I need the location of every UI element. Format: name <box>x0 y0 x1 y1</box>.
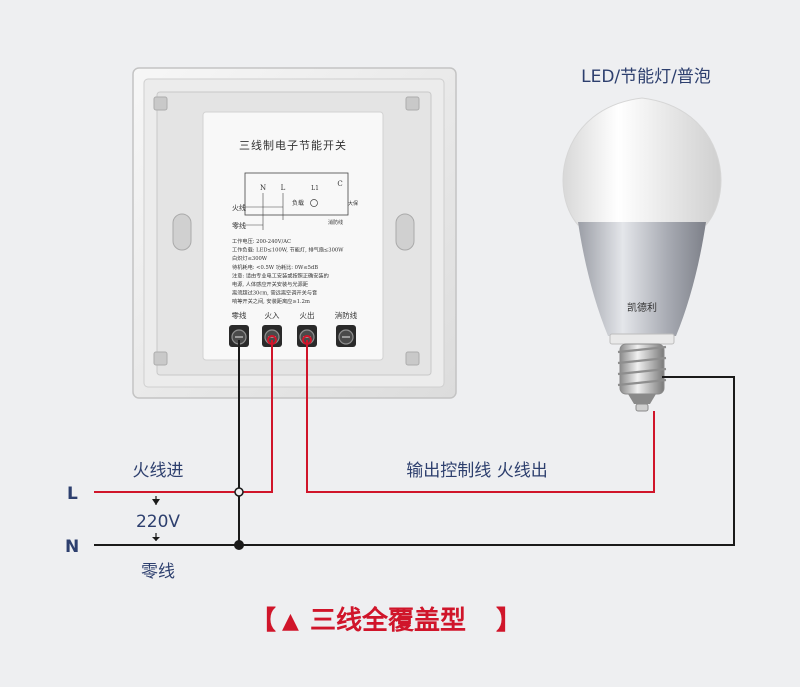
fire-wire-note: 火线 <box>232 203 246 212</box>
screw-terminal <box>297 325 317 347</box>
l-label: L <box>67 484 78 504</box>
voltage-arrows <box>152 496 160 541</box>
bracket-right: 】 <box>496 606 522 636</box>
live-out-wire <box>306 340 655 493</box>
terminal-n-label: N <box>260 184 266 192</box>
terminal-c-label: C <box>337 180 342 188</box>
right-note: 大保 <box>348 200 358 207</box>
screw-terminal <box>262 325 282 347</box>
screw-terminal <box>229 325 249 347</box>
spec-line: 离须超过30cm, 需远离空调开关与音 <box>232 289 317 297</box>
neutral-wire-note: 零线 <box>232 221 246 230</box>
live-in-wire <box>94 340 273 493</box>
spec-line: 注意: 请由专业电工安装或按照正确安装的 <box>232 271 329 279</box>
spec-line: 工作电压: 200-240V/AC <box>232 237 291 245</box>
bottom-terminal-labels: 零线 火入 火出 消防线 <box>232 310 358 320</box>
voltage-label: 220V <box>136 512 180 532</box>
spec-line: 待机耗电: <0.5W 功耗比: 0W≤5dB <box>232 263 318 271</box>
screw-terminals <box>229 325 356 347</box>
mounting-holes <box>153 96 420 366</box>
bracket-left: 【 <box>250 606 276 636</box>
light-bulb: 凯德利 LED/节能灯/普泡 <box>562 67 722 412</box>
spec-line: 工作负载: LED≤100W, 节能灯, 排气扇≤300W <box>232 246 344 254</box>
switch-label-title: 三线制电子节能开关 <box>239 138 347 152</box>
footer-title: 【 ▲ 三线全覆盖型 】 <box>250 605 522 636</box>
bulb-brand: 凯德利 <box>627 301 657 314</box>
bottom-terminal-label: 火入 <box>265 311 280 320</box>
bulb-screw-base <box>617 343 667 412</box>
triangle-icon: ▲ <box>282 609 299 634</box>
load-label: 负载 <box>292 199 304 207</box>
bottom-terminal-label: 消防线 <box>335 310 358 320</box>
n-label: N <box>65 537 79 557</box>
terminal-l-label: L <box>281 184 286 192</box>
wire-crossing <box>234 487 244 497</box>
lamp-symbol <box>310 199 318 207</box>
neutral-wire <box>94 376 735 546</box>
spec-line: 白炽灯≤300W <box>232 254 268 262</box>
neutral-junction <box>234 540 244 550</box>
fire-fighting-note: 消防线 <box>328 219 343 226</box>
spec-line: 响等开关之间, 安装距离应≥1.2m <box>232 297 310 305</box>
output-label: 输出控制线 火线出 <box>406 461 547 481</box>
spec-line: 电源, 人体感应开关安装与光源距 <box>232 280 308 288</box>
wiring <box>94 340 735 550</box>
switch-plate <box>132 67 457 399</box>
fire-in-label: 火线进 <box>133 461 184 481</box>
screw-terminal <box>336 325 356 347</box>
bulb-caption: LED/节能灯/普泡 <box>581 67 711 87</box>
neutral-label: 零线 <box>141 562 175 582</box>
bottom-terminal-label: 火出 <box>300 310 315 320</box>
terminal-l1-label: L1 <box>311 185 319 192</box>
switch-label: 三线制电子节能开关 N L L1 C 负载 火线 零线 大保 消防线 工作电压:… <box>232 138 359 320</box>
bottom-terminal-label: 零线 <box>232 310 247 320</box>
footer-text: 三线全覆盖型 <box>310 605 466 636</box>
